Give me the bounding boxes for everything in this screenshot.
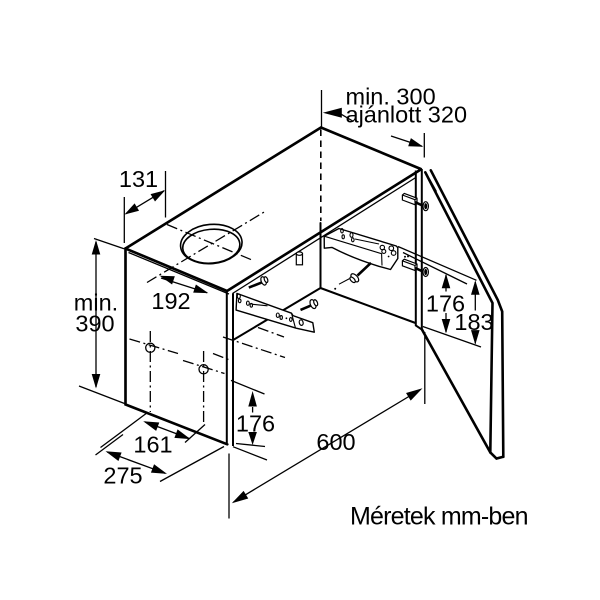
svg-text:176: 176 <box>426 291 465 317</box>
svg-text:min. 300: min. 300 <box>346 84 436 110</box>
svg-text:176: 176 <box>236 411 275 437</box>
svg-text:192: 192 <box>151 288 190 314</box>
svg-text:min.: min. <box>74 290 118 316</box>
svg-text:131: 131 <box>119 166 158 192</box>
svg-text:390: 390 <box>75 311 114 337</box>
svg-text:161: 161 <box>133 432 172 458</box>
svg-text:Méretek mm-ben: Méretek mm-ben <box>350 503 528 531</box>
svg-text:183: 183 <box>454 309 493 335</box>
svg-text:600: 600 <box>316 429 355 455</box>
svg-text:275: 275 <box>103 463 142 489</box>
svg-text:ajánlott 320: ajánlott 320 <box>346 102 468 128</box>
